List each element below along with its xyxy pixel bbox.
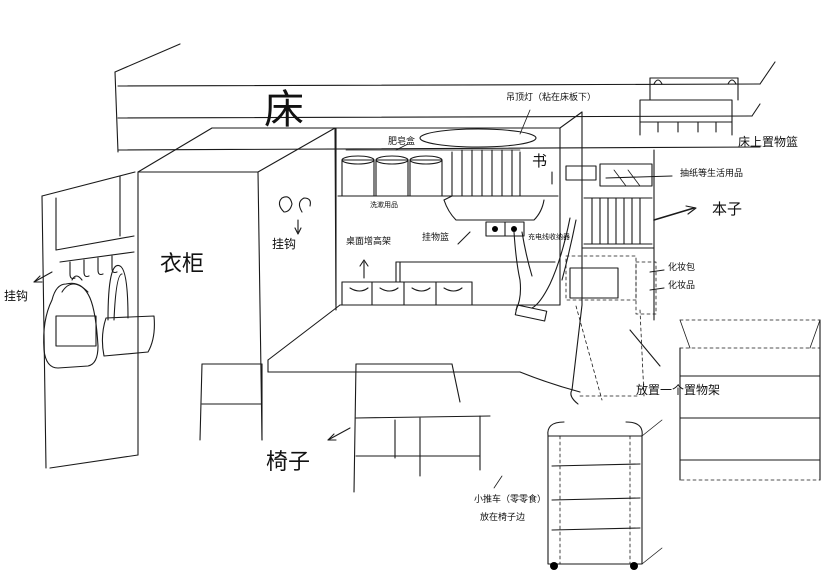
cart-note-label-1: 小推车（零零食） xyxy=(474,495,547,505)
books-label: 本子 xyxy=(712,200,743,218)
cosmetic-box xyxy=(565,255,657,405)
cosmetic-bag-label: 化妆包 xyxy=(668,263,696,273)
wardrobe-hooks xyxy=(59,251,135,280)
side-cabinet xyxy=(559,111,655,321)
wardrobe-label: 衣柜 xyxy=(160,252,205,277)
soap-box-label: 肥皂盒 xyxy=(388,137,416,147)
wash-items-label: 洗漱用品 xyxy=(370,201,398,209)
annotation-arrows xyxy=(33,143,697,489)
desk-shelf-label: 桌面增高架 xyxy=(346,237,392,247)
snack-cart xyxy=(547,419,663,570)
chair-label: 椅子 xyxy=(266,450,311,475)
tote-bag-icon xyxy=(101,264,155,357)
bed-label: 床 xyxy=(264,87,304,133)
desk-riser-shelf xyxy=(341,261,556,306)
chair xyxy=(353,363,491,493)
bed-shelf-basket xyxy=(639,77,739,136)
power-strip-label: 充电线收纳器 xyxy=(528,233,570,241)
rack-note-label: 放置一个置物架 xyxy=(636,383,721,397)
desk xyxy=(267,127,581,393)
hanging-basket xyxy=(443,195,545,221)
ceiling-light-label: 吊顶灯（粘在床板下） xyxy=(506,93,597,103)
tissue-label: 抽纸等生活用品 xyxy=(680,169,744,179)
book-label: 书 xyxy=(532,152,548,170)
book-organizer xyxy=(451,149,521,197)
chair-left xyxy=(199,363,263,441)
backpack-icon xyxy=(43,275,99,369)
wall-hooks-label: 挂钩 xyxy=(272,237,297,251)
ceiling-light xyxy=(419,109,537,148)
storage-jars xyxy=(341,155,443,197)
desk-wall-shelf xyxy=(337,149,559,197)
cart-note-label-2: 放在椅子边 xyxy=(480,513,526,523)
storage-rack xyxy=(679,319,821,481)
cosmetics-label: 化妆品 xyxy=(668,281,696,291)
hanging-basket-label: 挂物篮 xyxy=(422,233,450,243)
power-socket xyxy=(485,221,525,237)
wardrobe xyxy=(41,127,337,469)
power-strip xyxy=(513,217,577,322)
wall-hooks-icon xyxy=(278,196,311,235)
bed-shelf-label: 床上置物篮 xyxy=(738,135,799,149)
left-hooks-label: 挂钩 xyxy=(4,289,29,303)
bed-frame xyxy=(114,43,776,153)
book-box xyxy=(583,197,653,245)
